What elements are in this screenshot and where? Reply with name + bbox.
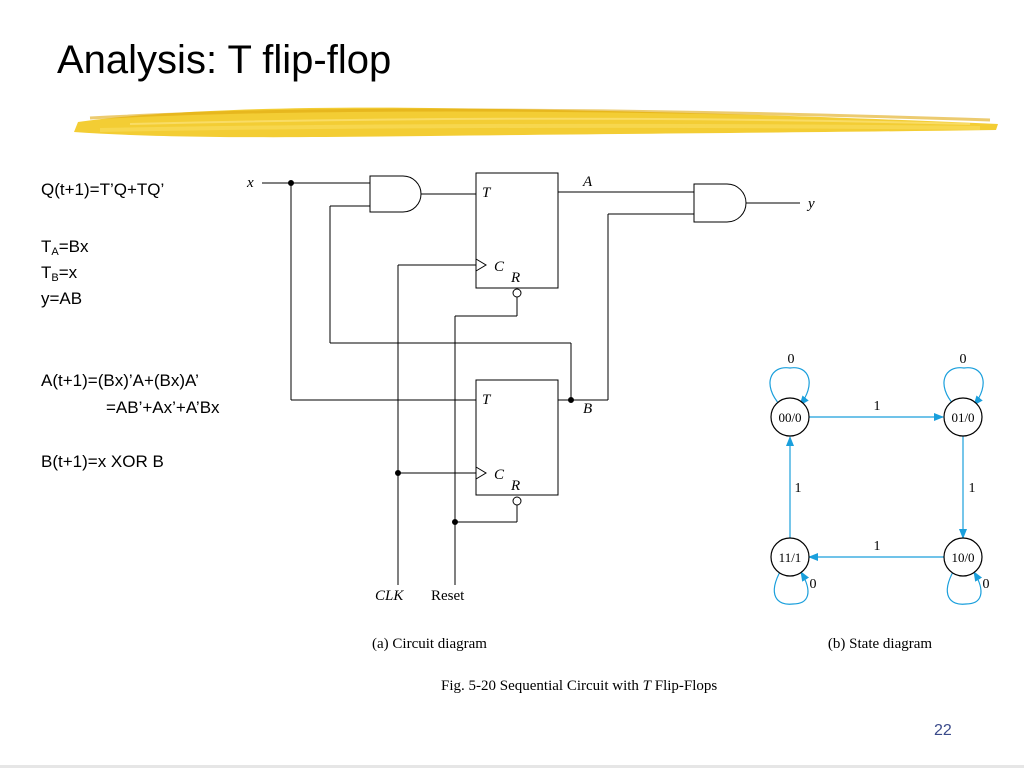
- state-node-00: [770, 397, 810, 437]
- loop-label-11: 0: [810, 577, 817, 592]
- highlight-brush-stroke: [74, 107, 998, 138]
- ff-b-c-label: C: [494, 467, 505, 483]
- state-diagram: [769, 367, 984, 605]
- loop-label-00: 0: [788, 352, 795, 367]
- state-nodes: [770, 397, 983, 577]
- circuit-caption: (a) Circuit diagram: [372, 636, 487, 652]
- footer-divider: [0, 765, 1024, 768]
- eq-q-next: Q(t+1)=T’Q+TQ’: [41, 180, 165, 199]
- eq-a-next-2: =AB’+Ax’+A’Bx: [106, 398, 220, 417]
- circuit-diagram: [262, 172, 800, 585]
- state-caption: (b) State diagram: [828, 636, 932, 652]
- flip-flop-b: [475, 379, 559, 496]
- figure-caption: Fig. 5-20 Sequential Circuit with T Flip…: [441, 678, 717, 694]
- state-node-11: [770, 537, 810, 577]
- clk-label: CLK: [375, 588, 404, 604]
- state-node-10: [943, 537, 983, 577]
- slide-title: Analysis: T flip-flop: [57, 38, 392, 82]
- edge-label-10-11: 1: [874, 539, 881, 554]
- flip-flop-a: [475, 172, 559, 289]
- edge-label-11-00: 1: [795, 481, 802, 496]
- eq-y: y=AB: [41, 289, 83, 308]
- edge-label-00-01: 1: [874, 399, 881, 414]
- ff-a-r-label: R: [510, 270, 520, 286]
- circuit-labels: x y T C R A T C R B CLK Reset (a) Circui…: [246, 174, 815, 652]
- output-y-label: y: [806, 196, 815, 212]
- ff-a-t-label: T: [482, 185, 492, 201]
- and-gate-1: [369, 175, 422, 213]
- state-node-01: [943, 397, 983, 437]
- state-label-11: 11/1: [779, 550, 802, 565]
- eq-b-next: B(t+1)=x XOR B: [41, 452, 164, 471]
- eq-a-next-1: A(t+1)=(Bx)’A+(Bx)A’: [41, 371, 199, 390]
- state-labels: 00/0 01/0 10/0 11/1 0 0 0 0 1 1 1 1 (b) …: [778, 352, 989, 652]
- edge-label-01-10: 1: [969, 481, 976, 496]
- ff-a-out-label: A: [582, 174, 593, 190]
- ff-a-c-label: C: [494, 259, 505, 275]
- state-label-01: 01/0: [951, 410, 974, 425]
- loop-label-01: 0: [960, 352, 967, 367]
- ff-b-out-label: B: [583, 401, 592, 417]
- and-gate-2: [693, 183, 747, 223]
- page-number: 22: [934, 722, 952, 739]
- state-label-10: 10/0: [951, 550, 974, 565]
- ff-b-r-label: R: [510, 478, 520, 494]
- loop-label-10: 0: [983, 577, 990, 592]
- input-x-label: x: [246, 175, 254, 191]
- ff-b-t-label: T: [482, 392, 492, 408]
- reset-label: Reset: [431, 588, 465, 604]
- eq-ta: TA=Bx: [41, 237, 89, 258]
- eq-tb: TB=x: [41, 263, 78, 284]
- state-label-00: 00/0: [778, 410, 801, 425]
